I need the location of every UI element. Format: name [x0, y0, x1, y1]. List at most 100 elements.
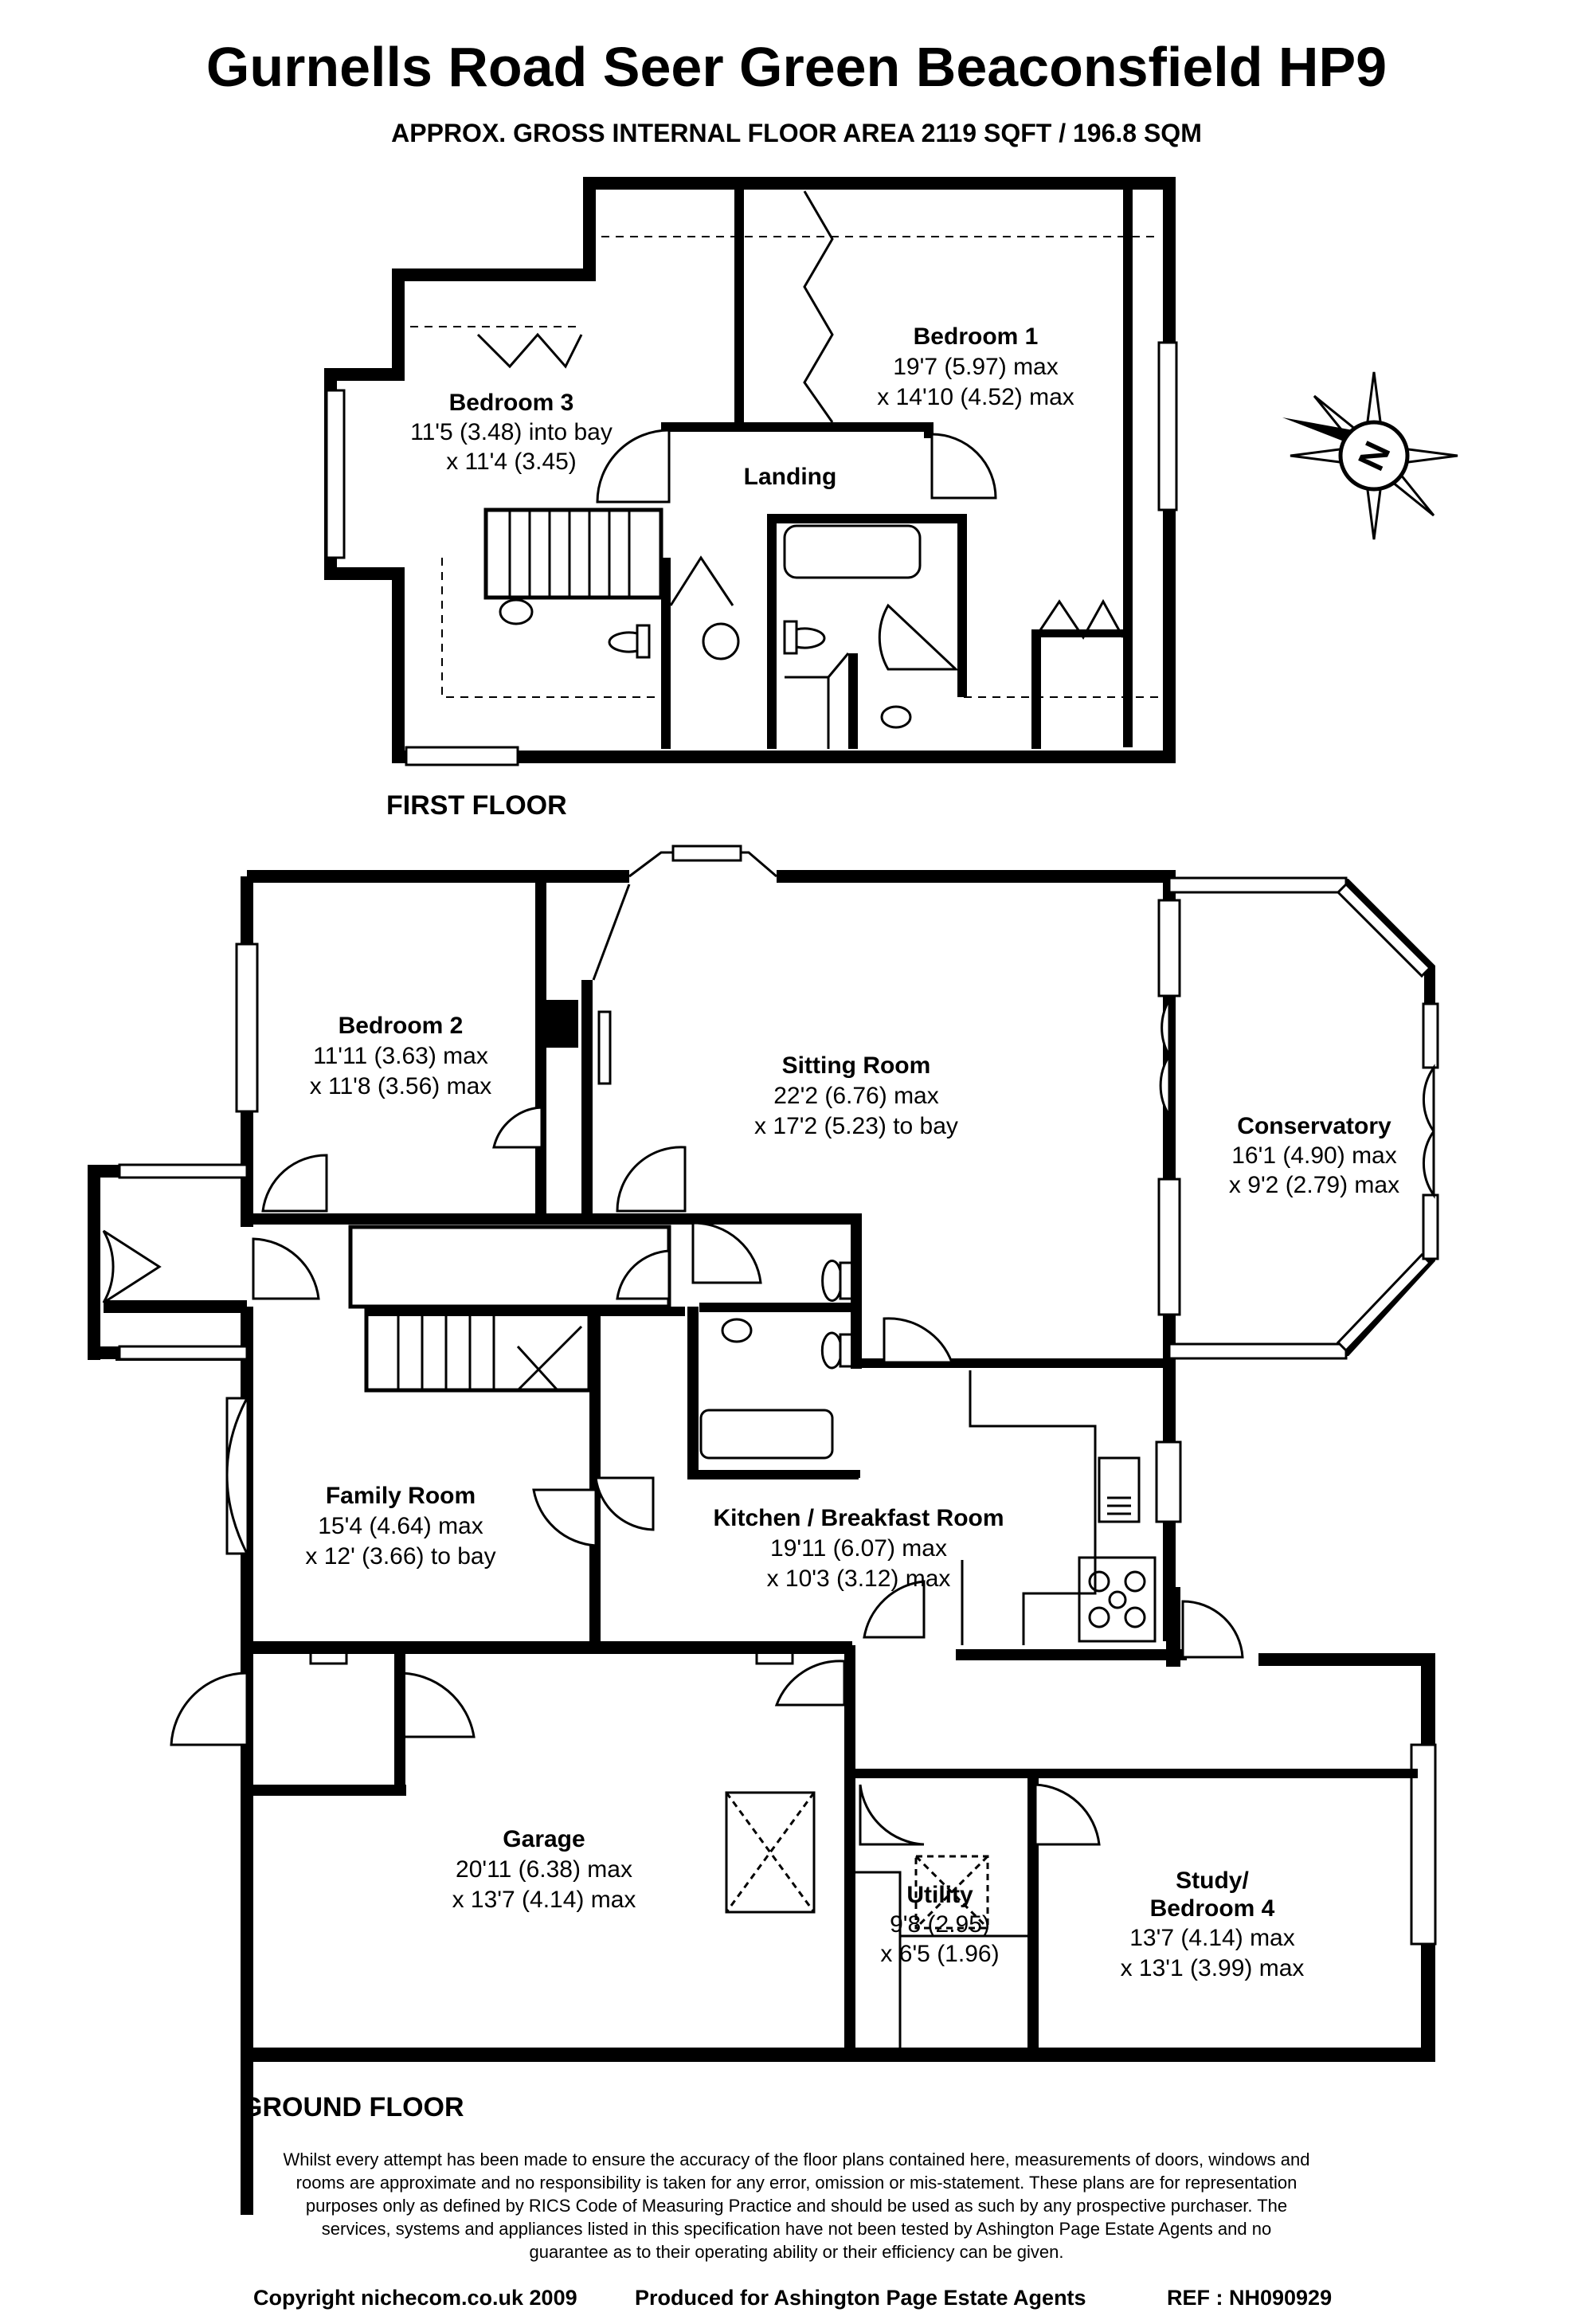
- bedroom3-bay-window: [325, 389, 346, 559]
- room-name-bedroom-2: Bedroom 2: [339, 1013, 464, 1039]
- room-dim-bedroom-1: x 14'10 (4.52) max: [877, 384, 1074, 410]
- room-dim-conservatory: x 9'2 (2.79) max: [1229, 1172, 1399, 1198]
- porch-wall: [88, 1346, 119, 1359]
- porch-wall: [88, 1165, 100, 1360]
- room-dim-bedroom-2: 11'11 (3.63) max: [313, 1043, 488, 1069]
- hob-ring: [1124, 1570, 1146, 1593]
- page-title: Gurnells Road Seer Green Beaconsfield HP…: [206, 36, 1387, 98]
- kitchen-worktop: [969, 1370, 1097, 1645]
- staircase: [348, 1225, 671, 1393]
- toilet-icon: [783, 620, 826, 655]
- garage-side-wall: [247, 1785, 406, 1796]
- first-floor-plan: Bedroom 1 19'7 (5.97) max x 14'10 (4.52)…: [324, 177, 1178, 766]
- room-dim-garage: 20'11 (6.38) max: [456, 1856, 632, 1883]
- internal-wall: [661, 422, 932, 432]
- door-swing: [1034, 1783, 1101, 1846]
- wardrobe-doors: [1034, 598, 1125, 640]
- family-room-bay-curve: [225, 1397, 249, 1554]
- internal-wall: [848, 653, 858, 749]
- door-swing: [594, 1476, 655, 1531]
- door-swing: [616, 1249, 671, 1300]
- door-swing: [397, 1671, 476, 1738]
- ground-floor-label: GROUND FLOOR: [241, 2092, 464, 2122]
- internal-wall: [844, 1645, 855, 2056]
- porch-window: [118, 1163, 249, 1179]
- disclaimer-line: services, systems and appliances listed …: [322, 2219, 1271, 2239]
- bedroom3-bottom-window: [405, 746, 519, 766]
- sink-icon: [1098, 1456, 1141, 1523]
- door-swing: [261, 1154, 328, 1213]
- bay-angle-line: [592, 884, 631, 981]
- door-swing: [691, 1221, 762, 1284]
- shower-icon: [702, 622, 740, 660]
- room-dim-conservatory: 16'1 (4.90) max: [1231, 1142, 1397, 1169]
- disclaimer-line: guarantee as to their operating ability …: [530, 2242, 1064, 2262]
- door-swing: [878, 603, 959, 671]
- porch-wall: [88, 1165, 119, 1178]
- room-name-conservatory: Conservatory: [1237, 1113, 1391, 1139]
- first-floor-outer-wall: [324, 177, 1176, 763]
- disclaimer-line: Whilst every attempt has been made to en…: [284, 2150, 1310, 2169]
- door-swing: [532, 1488, 597, 1547]
- internal-wall: [844, 1769, 1035, 1778]
- room-dim-family-room: x 12' (3.66) to bay: [305, 1543, 495, 1570]
- door-swing: [863, 1580, 926, 1639]
- room-dim-bedroom-3: 11'5 (3.48) into bay: [410, 419, 613, 445]
- bedroom2-window: [235, 943, 259, 1113]
- internal-wall: [1031, 629, 1123, 637]
- copyright-text: Copyright nichecom.co.uk 2009: [253, 2286, 577, 2310]
- internal-wall: [767, 514, 966, 523]
- room-name-family-room: Family Room: [326, 1483, 476, 1509]
- internal-wall: [851, 1213, 862, 1369]
- bedroom1-window: [1157, 341, 1178, 511]
- eaves-line: [441, 558, 661, 698]
- hob-ring: [1108, 1590, 1127, 1609]
- room-dim-bedroom-1: 19'7 (5.97) max: [893, 354, 1059, 380]
- room-name-landing: Landing: [744, 464, 837, 490]
- toilet-icon: [821, 1260, 854, 1302]
- room-name-garage: Garage: [503, 1826, 585, 1852]
- room-dim-utility: 9'8 (2.95): [890, 1911, 990, 1938]
- hob-ring: [1088, 1570, 1110, 1593]
- door-swing: [859, 1784, 925, 1846]
- compass-icon: N: [1282, 371, 1458, 540]
- toilet-icon: [608, 624, 651, 659]
- internal-wall: [661, 558, 671, 749]
- first-floor-label: FIRST FLOOR: [386, 790, 567, 821]
- room-name-bedroom-1: Bedroom 1: [914, 323, 1039, 350]
- bay-window-pane: [671, 845, 742, 862]
- room-name-bedroom-3: Bedroom 3: [449, 390, 574, 416]
- room-dim-bedroom-2: x 11'8 (3.56) max: [310, 1073, 492, 1099]
- disclaimer: Whilst every attempt has been made to en…: [284, 2150, 1310, 2262]
- room-dim-sitting-room: x 17'2 (5.23) to bay: [754, 1113, 958, 1139]
- disclaimer-line: rooms are approximate and no responsibil…: [296, 2173, 1297, 2193]
- produced-for-text: Produced for Ashington Page Estate Agent…: [635, 2286, 1086, 2310]
- bath-icon: [699, 1409, 834, 1460]
- room-dim-bedroom-3: x 11'4 (3.45): [446, 449, 577, 475]
- hob-ring: [1124, 1606, 1146, 1628]
- front-door-swing: [102, 1229, 162, 1304]
- internal-wall: [851, 1470, 860, 1478]
- outer-wall: [1258, 1653, 1435, 1666]
- door-swing: [930, 433, 997, 500]
- utility-worktop: [852, 1871, 1027, 2052]
- room-name-study: Study/: [1176, 1867, 1249, 1894]
- sink-drainer: [1107, 1496, 1131, 1515]
- outer-wall: [241, 2048, 1435, 2062]
- chimney-breast: [535, 1000, 578, 1048]
- floor-area-subtitle: APPROX. GROSS INTERNAL FLOOR AREA 2119 S…: [391, 119, 1202, 147]
- utility-hatch: [914, 1855, 989, 1930]
- door-swing: [492, 1106, 543, 1149]
- internal-wall: [581, 980, 593, 1219]
- room-name-study-line2: Bedroom 4: [1150, 1895, 1275, 1922]
- door-swing: [774, 1660, 846, 1707]
- internal-wall: [687, 1307, 699, 1478]
- door-swing: [170, 1671, 249, 1746]
- room-dim-study: x 13'1 (3.99) max: [1121, 1955, 1305, 1981]
- hob-ring: [1088, 1606, 1110, 1628]
- wardrobe-doors: [803, 190, 834, 423]
- room-dim-garage: x 13'7 (4.14) max: [452, 1887, 636, 1913]
- internal-wall: [247, 1213, 339, 1225]
- loft-hatch-icon: [725, 1791, 816, 1914]
- internal-wall: [956, 1649, 1187, 1660]
